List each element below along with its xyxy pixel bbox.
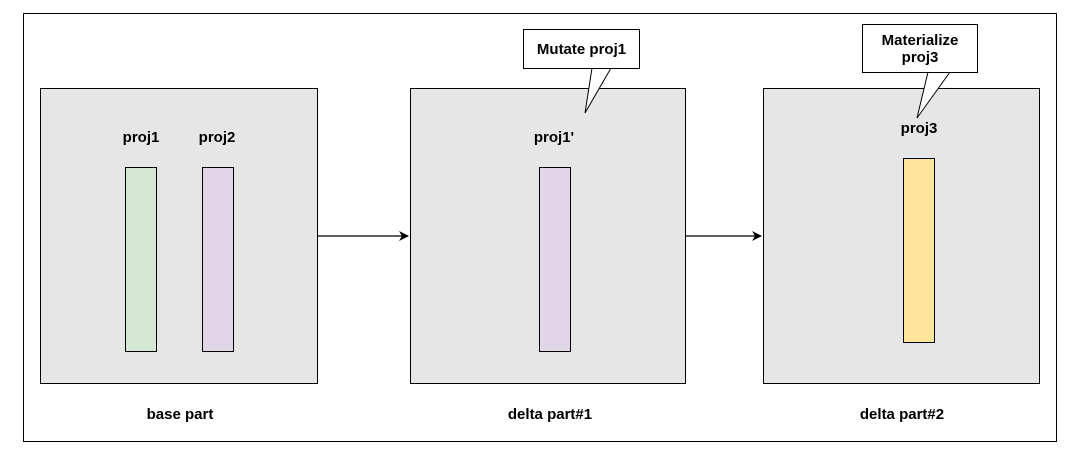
callout-materialize-proj3: Materialize proj3 [862,24,978,73]
column-label-proj1: proj1 [122,129,160,146]
part-label-delta-2: delta part#2 [859,406,945,423]
column-bar-proj1-prime [539,167,571,352]
base-part-box [40,88,318,384]
column-label-proj3: proj3 [900,120,938,137]
column-label-proj2: proj2 [198,129,236,146]
part-label-base: base part [146,406,214,423]
column-label-proj1-prime: proj1' [533,129,575,146]
column-bar-proj2 [202,167,234,352]
delta-part-2-box [763,88,1040,384]
column-bar-proj1 [125,167,157,352]
column-bar-proj3 [903,158,935,343]
part-label-delta-1: delta part#1 [507,406,593,423]
callout-mutate-proj1: Mutate proj1 [523,29,640,69]
